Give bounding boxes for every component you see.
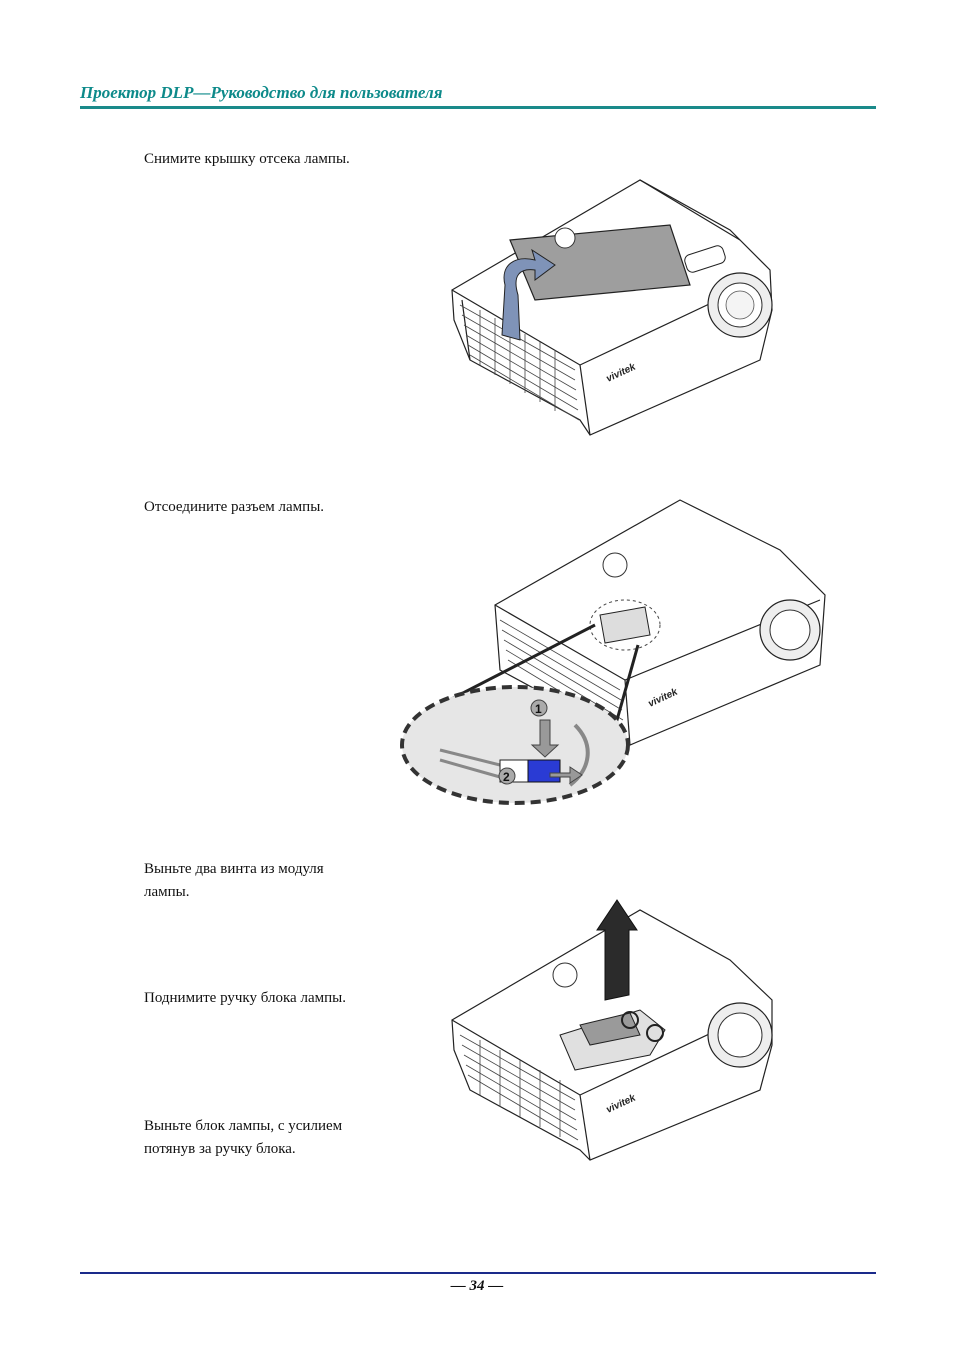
step-4-text: Поднимите ручку блока лампы. [144, 990, 346, 1006]
callout-2-label: 2 [503, 770, 510, 784]
page-header-title: Проектор DLP—Руководство для пользовател… [80, 83, 443, 102]
projector-disconnect-connector-figure: 1 2 vivitek [400, 499, 826, 805]
step-1-text: Снимите крышку отсека лампы. [144, 151, 350, 167]
header-rule [80, 106, 876, 109]
projector-remove-cover-figure: vivitek [451, 179, 773, 436]
projector-remove-lamp-figure: vivitek [451, 899, 773, 1161]
page-number: — 34 — [450, 1278, 504, 1294]
step-3-text: Выньте два винта из модуля лампы. [144, 861, 324, 900]
step-5-text: Выньте блок лампы, с усилием потянув за … [144, 1118, 343, 1157]
lamp-connector-icon [527, 759, 561, 783]
callout-1-label: 1 [535, 702, 542, 716]
step-2-text: Отсоедините разъем лампы. [144, 499, 325, 515]
connector-zoom-callout [400, 685, 630, 805]
footer-rule [80, 1272, 876, 1274]
lift-arrow-icon [596, 899, 638, 1001]
